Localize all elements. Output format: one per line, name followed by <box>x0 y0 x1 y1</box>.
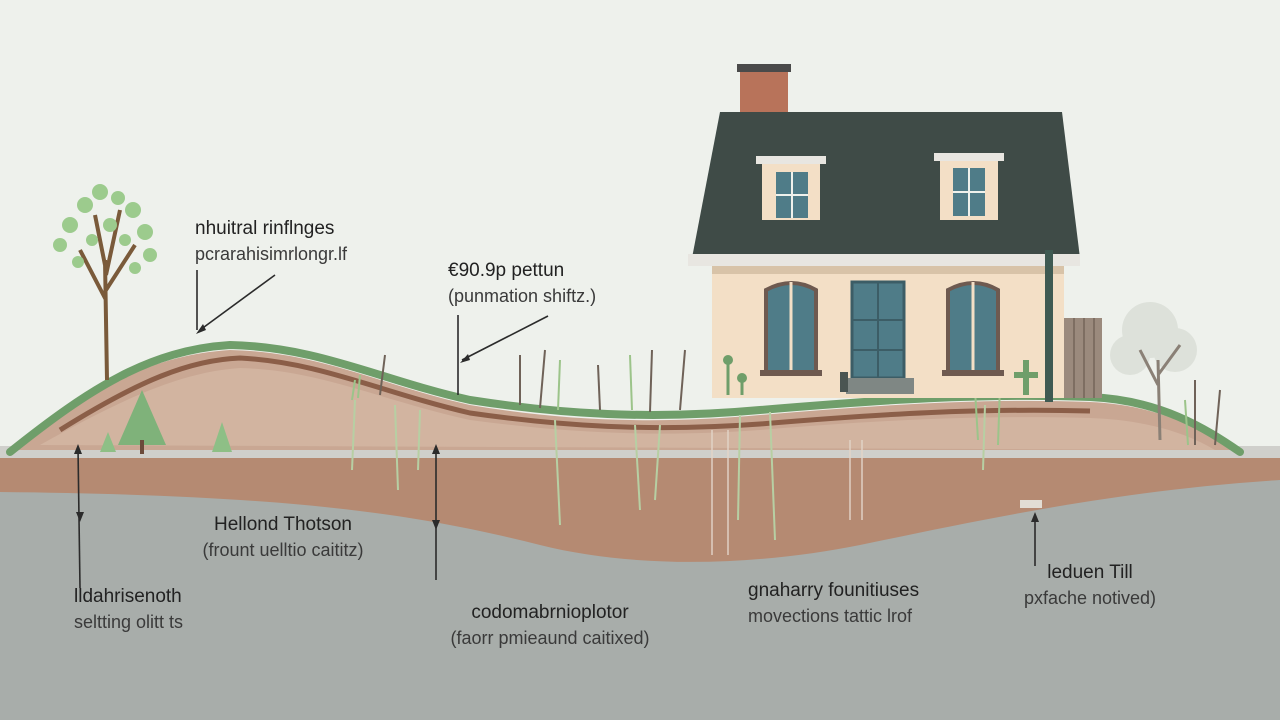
right-tree <box>1110 302 1197 441</box>
dormer-left <box>756 156 826 220</box>
label-codomab: codomabrnioplotor (faorr pmieaund caitix… <box>410 602 690 649</box>
label-natural-sub: pcrarahisimrlongr.lf <box>195 244 348 264</box>
label-gnaharry-title: gnaharry founitiuses <box>748 580 920 601</box>
label-idahr-sub: seltting olitt ts <box>74 612 184 632</box>
label-hellond-title: Hellond Thotson <box>213 514 353 535</box>
label-codomab-sub: (faorr pmieaund caitixed) <box>450 628 650 648</box>
label-leduen: leduen Till pxfache notived) <box>990 562 1190 609</box>
dormer-right <box>934 153 1004 220</box>
front-door <box>846 280 914 394</box>
label-natural: nhuitral rinflnges pcrarahisimrlongr.lf <box>195 218 347 265</box>
label-hellond-sub: (frount uelltio caititz) <box>202 540 364 560</box>
label-pettun-sub: (punmation shiftz.) <box>448 286 597 306</box>
label-hellond: Hellond Thotson (frount uelltio caititz) <box>168 514 398 561</box>
chimney <box>740 65 788 115</box>
shrub-group <box>100 390 232 454</box>
soil-stripe <box>40 368 1215 450</box>
label-idahr: lldahrisenoth seltting olitt ts <box>74 586 183 633</box>
roof <box>692 112 1080 258</box>
downpipe <box>1045 250 1053 402</box>
label-gnaharry: gnaharry founitiuses movections tattic l… <box>748 580 919 627</box>
window-right <box>942 281 1004 376</box>
label-codomab-title: codomabrnioplotor <box>471 602 629 623</box>
label-natural-title: nhuitral rinflnges <box>195 218 335 239</box>
label-gnaharry-sub: movections tattic lrof <box>748 606 913 626</box>
marker-tag <box>1020 500 1042 508</box>
label-leduen-sub: pxfache notived) <box>1023 588 1157 608</box>
label-leduen-title: leduen Till <box>1047 562 1133 583</box>
root-system <box>351 399 986 541</box>
drainage-lines <box>711 430 863 555</box>
soil-crack-line <box>58 355 1091 433</box>
house <box>688 64 1102 402</box>
leader-pettun-diagonal <box>461 315 549 361</box>
left-tree <box>53 184 157 381</box>
label-pettun: €90.9p pettun (punmation shiftz.) <box>448 260 596 307</box>
leader-arrowheads <box>74 324 1039 530</box>
window-left <box>760 281 822 376</box>
leader-natural-diagonal <box>199 274 276 331</box>
sapling-group <box>379 349 1221 446</box>
label-idahr-title: lldahrisenoth <box>74 586 182 607</box>
label-pettun-title: €90.9p pettun <box>448 260 565 281</box>
grass-tufts <box>351 354 1189 446</box>
